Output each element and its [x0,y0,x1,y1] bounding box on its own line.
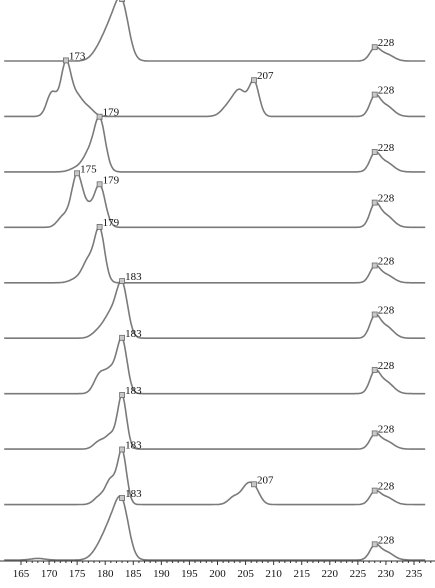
peak-marker [371,430,378,437]
peak-label: 228 [378,256,395,268]
peak-label: 228 [378,85,395,97]
peak-marker [119,334,125,341]
peak-marker [119,278,125,285]
x-tick-label: 185 [125,568,142,580]
x-tick-label: 215 [293,568,310,580]
x-tick-label: 200 [209,568,226,580]
peak-marker [96,181,103,188]
peak-marker [371,149,378,155]
peak-marker [119,0,125,2]
peak-marker [371,44,378,51]
peak-label: 183 [125,488,142,500]
peak-label: 183 [125,328,142,340]
x-tick-label: 235 [406,568,423,580]
peak-marker [119,392,125,398]
x-tick-label: 180 [97,568,114,580]
peak-marker [96,113,103,120]
peak-label: 179 [103,107,120,119]
x-tick-label: 175 [69,568,86,580]
spectra-traces [4,0,426,561]
x-tick-label: 220 [322,568,339,580]
peak-label: 228 [378,305,395,317]
x-tick-label: 225 [350,568,367,580]
peak-label: 228 [378,360,395,372]
x-tick-label: 210 [265,568,282,580]
spectrum-trace [4,172,426,229]
peak-label: 228 [378,193,395,205]
spectrum-trace [4,115,426,173]
peak-marker [371,199,378,206]
peak-label: 228 [378,142,395,154]
peak-label: 179 [103,217,120,229]
x-tick-label: 230 [378,568,395,580]
peak-marker [251,77,257,84]
peak-label: 207 [257,474,274,486]
x-tick-label: 195 [181,568,198,580]
peak-marker [119,495,125,501]
peak-label: 179 [103,174,120,186]
peak-marker [371,91,378,98]
peak-label: 228 [378,37,395,49]
spectrum-trace [4,226,426,284]
x-tick-label: 190 [153,568,170,580]
spectrum-trace [4,448,426,506]
spectrum-trace [4,59,426,118]
peak-marker [251,481,257,488]
peak-marker [63,57,69,64]
spectrum-trace [4,394,426,450]
peak-marker [371,487,378,494]
peak-label: 173 [69,50,86,62]
x-tick-label: 165 [13,568,30,580]
peak-marker [371,541,378,548]
spectrum-trace [4,495,426,561]
peak-marker [371,311,378,318]
x-tick-label: 205 [237,568,254,580]
peak-marker [371,262,378,269]
peak-label: 183 [125,0,142,1]
peak-label: 228 [378,534,395,546]
peak-label: 175 [80,163,97,175]
spectrum-trace [4,337,426,395]
spectrum-trace [4,279,426,339]
peak-marker [371,367,378,373]
peak-label: 183 [125,385,142,397]
peak-label: 228 [378,423,395,435]
peak-label: 183 [125,440,142,452]
peak-label: 207 [257,70,274,82]
peak-labels: 183 228 173 207 228 179 228 175 179 228 179 228 183 2… [63,0,395,548]
x-axis: 165 170 175 180 185 190 195 200 205 210 215 220 225 2… [0,560,435,580]
spectrum-trace [4,0,426,62]
peak-marker [74,170,80,177]
peak-label: 228 [378,481,395,493]
peak-marker [119,446,125,453]
peak-label: 183 [125,271,142,283]
peak-marker [96,223,103,230]
x-tick-label: 170 [41,568,58,580]
